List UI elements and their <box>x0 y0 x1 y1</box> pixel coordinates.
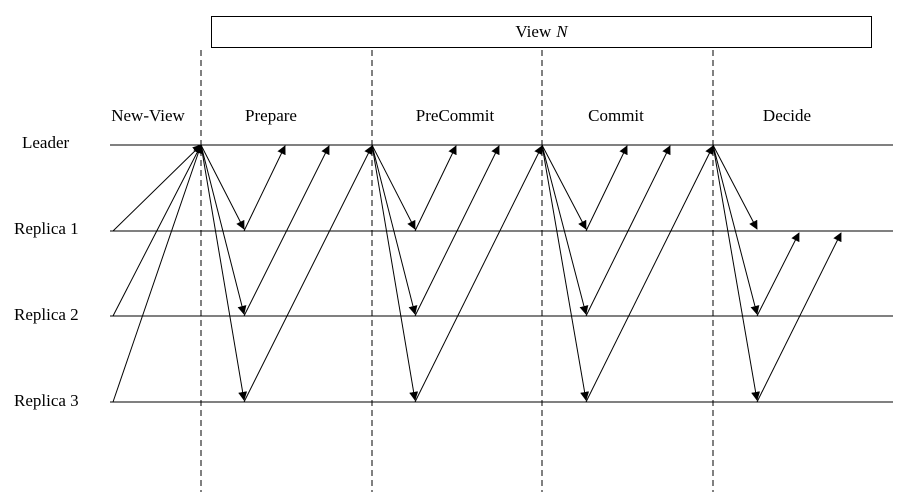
message-arrow <box>112 144 203 403</box>
message-arrow <box>585 145 671 317</box>
row-label-replica-1: Replica 1 <box>14 219 79 238</box>
message-arrow <box>200 144 247 315</box>
message-arrow <box>541 144 589 315</box>
phase-label-decide: Decide <box>762 106 812 125</box>
view-label: View <box>515 22 552 41</box>
row-label-replica-2: Replica 2 <box>14 305 79 324</box>
message-arrow <box>371 144 416 230</box>
message-arrow <box>541 144 590 401</box>
phase-label-commit: Commit <box>588 106 644 125</box>
message-arrow <box>243 145 330 317</box>
message-arrow <box>414 145 457 232</box>
message-arrow <box>585 145 628 232</box>
message-arrow <box>712 144 758 230</box>
view-header-box: View N <box>211 16 872 48</box>
phase-label-precommit: PreCommit <box>415 106 495 125</box>
phase-label-prepare: Prepare <box>245 106 297 125</box>
message-arrow <box>541 144 587 230</box>
message-arrow <box>371 144 419 401</box>
message-arrow <box>414 145 500 317</box>
message-arrow <box>112 144 202 317</box>
message-arrow <box>585 145 714 403</box>
view-number: N <box>556 22 568 41</box>
message-arrow <box>200 144 245 230</box>
message-arrow <box>712 144 761 401</box>
message-arrow <box>200 144 248 401</box>
message-arrow <box>756 232 800 317</box>
message-arrow <box>112 144 202 232</box>
message-arrow <box>371 144 418 315</box>
phase-label-new-view: New-View <box>111 106 185 125</box>
message-arrow <box>414 145 543 403</box>
message-arrow <box>243 145 286 232</box>
message-arrow <box>712 144 760 315</box>
row-label-leader: Leader <box>22 133 70 152</box>
message-arrow <box>243 145 373 403</box>
message-arrow <box>756 232 842 403</box>
row-label-replica-3: Replica 3 <box>14 391 79 410</box>
